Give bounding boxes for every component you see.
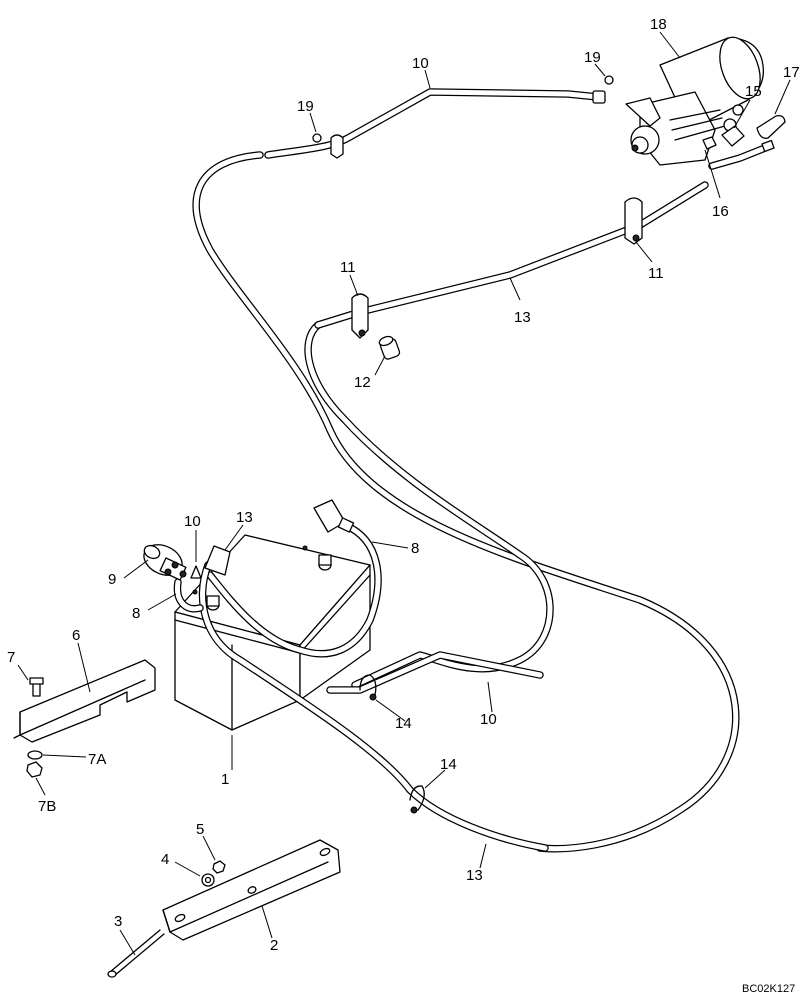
washer-7a: [27, 750, 43, 760]
clamp-cable-10: [330, 134, 344, 159]
clamp-14-lower: [409, 785, 425, 814]
callout-14-lower: 14: [440, 756, 457, 773]
callout-7a: 7A: [88, 751, 106, 768]
callout-1: 1: [221, 771, 229, 788]
cable-13-middle: [304, 181, 709, 689]
callout-18: 18: [650, 16, 667, 33]
battery-1: [174, 534, 371, 731]
cable-13-battery: [198, 545, 549, 852]
drawing-code: BC02K127: [742, 983, 795, 995]
callout-13-battery: 13: [236, 509, 253, 526]
boot-15: [721, 125, 745, 147]
callout-7b: 7B: [38, 798, 56, 815]
terminal-10-battery: [190, 565, 202, 579]
starter-motor-18: [625, 36, 765, 166]
washer-4: [201, 873, 215, 887]
callout-8-left: 8: [132, 605, 140, 622]
cable-13-loop: [192, 151, 740, 853]
clamp-11-left: [351, 293, 369, 339]
callout-5: 5: [196, 821, 204, 838]
callout-12: 12: [354, 374, 371, 391]
solenoid-9: [143, 544, 187, 581]
cable-10-upper: [264, 88, 606, 159]
nut-16: [702, 136, 717, 150]
callout-9: 9: [108, 571, 116, 588]
callout-10-lower: 10: [480, 711, 497, 728]
callout-2: 2: [270, 937, 278, 954]
callout-17: 17: [783, 64, 800, 81]
callout-10-top: 10: [412, 55, 429, 72]
hold-down-2: [162, 839, 341, 941]
washer-19-right: [604, 75, 614, 85]
washer-19-left: [312, 133, 322, 143]
cable-17: [708, 114, 786, 170]
cable-8-right: [206, 499, 382, 658]
nut-7b: [26, 761, 43, 778]
bolt-7: [29, 677, 44, 697]
nut-5: [212, 860, 226, 874]
callout-6: 6: [72, 627, 80, 644]
callout-16: 16: [712, 203, 729, 220]
callout-19-right: 19: [584, 49, 601, 66]
callout-15: 15: [745, 83, 762, 100]
clamp-14-upper: [359, 674, 377, 701]
cable-8-left: [173, 578, 204, 613]
rod-3: [107, 929, 165, 978]
callout-7: 7: [7, 649, 15, 666]
bracket-6: [13, 659, 156, 743]
callout-4: 4: [161, 851, 169, 868]
callouts: 18 17 15 16 19 10 19 11 11 13 12 10 13 8…: [7, 16, 800, 954]
callout-8-right: 8: [411, 540, 419, 557]
callout-11-right: 11: [648, 265, 664, 282]
callout-10-battery: 10: [184, 513, 201, 530]
callout-11-left: 11: [340, 259, 356, 276]
callout-14-upper: 14: [395, 715, 412, 732]
cable-10-lower: [326, 651, 544, 694]
callout-3: 3: [114, 913, 122, 930]
callout-19-left: 19: [297, 98, 314, 115]
callout-13-bottom: 13: [466, 867, 483, 884]
callout-13-middle: 13: [514, 309, 531, 326]
clamp-11-right: [624, 197, 643, 245]
grommet-12: [378, 335, 401, 360]
leader-lines: [17, 31, 791, 956]
